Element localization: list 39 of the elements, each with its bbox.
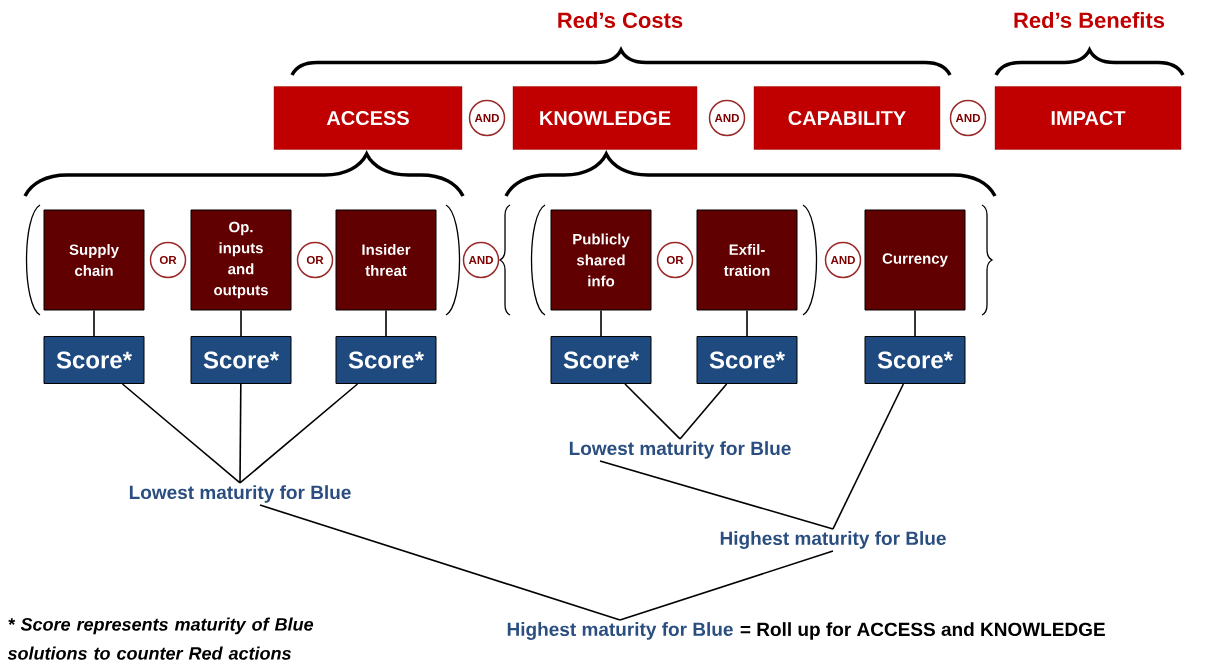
score-box: Score* [696,336,798,384]
factor-box: Publicly shared info [550,209,652,311]
connector-line [239,383,242,484]
connector-line [600,309,602,337]
score-box: Score* [335,336,437,384]
result-text: Highest maturity for Blue [720,531,946,549]
connector-line [599,460,834,530]
connector-line [619,550,834,621]
connector-line [121,383,241,484]
connector-line [832,383,905,530]
connector-line [385,309,387,337]
footnote: * Score represents maturity of Blue solutions to counter Red actions [7,617,314,660]
connector-line [239,383,359,484]
factor-box: Currency [864,209,966,311]
roll-up-note: = Roll up for ACCESS and KNOWLEDGE [740,622,1105,640]
brace-heading: Red’s Benefits [1014,11,1165,29]
category-box: ACCESS [273,86,463,150]
connector-line [259,504,621,621]
factor-box: Exfil- tration [696,209,798,311]
category-box: KNOWLEDGE [512,86,698,150]
score-box: Score* [43,336,145,384]
category-box: CAPABILITY [753,86,941,150]
connector-line [746,309,748,337]
connector-line [624,383,681,440]
factor-box: Insider threat [335,209,437,311]
connector-line [914,309,916,337]
score-box: Score* [864,336,966,384]
result-text: Highest maturity for Blue [507,622,733,640]
score-box: Score* [190,336,292,384]
category-box: IMPACT [994,86,1182,150]
result-text: Lowest maturity for Blue [569,441,791,459]
factor-box: Op. inputs and outputs [190,209,292,311]
factor-box: Supply chain [43,209,145,311]
result-text: Lowest maturity for Blue [129,485,351,503]
connector-line [93,309,95,337]
brace-heading: Red’s Costs [558,11,683,29]
connector-line [679,383,728,440]
connector-line [240,309,242,337]
score-box: Score* [550,336,652,384]
